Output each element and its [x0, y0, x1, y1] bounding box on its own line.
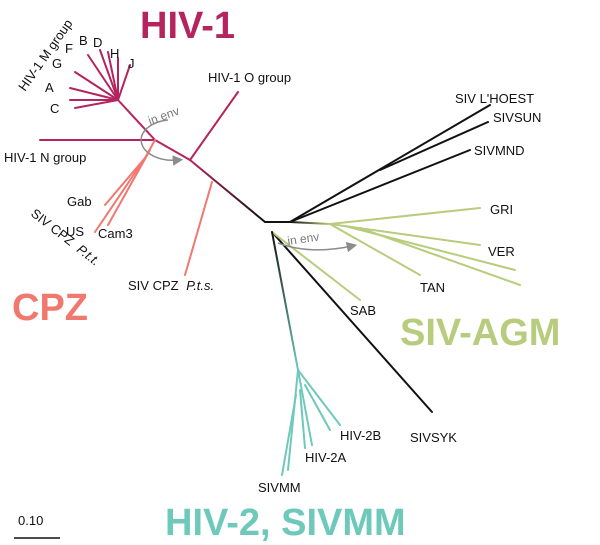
branch-tan — [329, 223, 421, 276]
branch-sivmm-2 — [281, 394, 297, 476]
agm-branches — [271, 207, 521, 301]
scale-bar-label: 0.10 — [18, 513, 43, 528]
group-title-hiv1: HIV-1 — [140, 5, 235, 47]
label-tan: TAN — [420, 280, 445, 295]
branch-ver-3 — [359, 227, 521, 286]
branch-hiv2a-2 — [299, 389, 306, 449]
branch-sun — [379, 121, 489, 171]
label-subtype-a: A — [45, 80, 54, 95]
branch-m-f — [87, 54, 119, 101]
branch-pts — [184, 181, 213, 276]
label-o-group: HIV-1 O group — [208, 70, 291, 85]
group-title-cpz: CPZ — [12, 287, 88, 329]
branch-us — [94, 157, 146, 233]
label-siv-cpz-pts-prefix: SIV CPZ — [128, 278, 179, 293]
label-subtype-d: D — [93, 35, 102, 50]
branch-cam3 — [107, 149, 151, 226]
scale-bar: 0.10 — [14, 513, 60, 539]
branch-mnd — [289, 149, 471, 223]
branch-m-stem — [117, 99, 156, 141]
branch-agm-stem — [289, 221, 331, 225]
label-hiv2a: HIV-2A — [305, 450, 347, 465]
label-subtype-f: F — [65, 41, 73, 56]
branch-hiv1-inner — [154, 139, 191, 161]
branch-m-b — [99, 49, 119, 101]
label-siv-cpz-ptt: SIV CPZ P.t.t. — [28, 206, 103, 269]
label-n-group: HIV-1 N group — [4, 150, 86, 165]
label-ptt: P.t.t. — [74, 241, 103, 268]
branch-m-a — [69, 87, 119, 101]
label-sivmm: SIVMM — [258, 480, 301, 495]
label-gri: GRI — [490, 202, 513, 217]
branch-lhoest — [289, 104, 491, 223]
label-mnd: SIVMND — [474, 143, 525, 158]
branch-hiv2a — [297, 369, 313, 446]
branch-hiv1-stem — [189, 159, 266, 223]
svg-text:SIV CPZ P.t.t.: SIV CPZ P.t.t. — [28, 206, 103, 269]
group-title-hiv2: HIV-2, SIVMM — [165, 502, 406, 544]
branch-hiv2b-2 — [304, 384, 331, 431]
label-subtype-g: G — [52, 56, 62, 71]
label-us: US — [66, 224, 84, 239]
branch-gab — [104, 157, 146, 206]
branch-m-c2 — [74, 99, 119, 109]
black-branches — [264, 104, 491, 413]
label-cam3: Cam3 — [98, 226, 133, 241]
label-ver: VER — [488, 244, 515, 259]
env-arrow-1 — [140, 119, 184, 166]
label-sun: SIVSUN — [493, 110, 541, 125]
label-subtype-j: J — [128, 56, 135, 71]
label-syk: SIVSYK — [410, 430, 457, 445]
label-subtype-b: B — [79, 33, 88, 48]
branch-syk — [271, 231, 433, 413]
hiv1-branches — [39, 49, 266, 223]
branch-m-d — [107, 51, 119, 101]
label-hiv2b: HIV-2B — [340, 428, 381, 443]
label-gab: Gab — [67, 194, 92, 209]
hiv2-branches — [271, 231, 341, 476]
label-siv-cpz-pts: SIV CPZ P.t.s. — [128, 278, 214, 293]
cpz-branches — [94, 139, 213, 276]
label-sab: SAB — [350, 303, 376, 318]
group-title-agm: SIV-AGM — [400, 312, 560, 354]
label-lhoest: SIV L'HOEST — [455, 91, 534, 106]
branch-o-group — [189, 91, 239, 161]
branch-m-g — [74, 71, 119, 101]
env-arrow-2 — [277, 241, 358, 253]
label-subtype-h: H — [110, 46, 119, 61]
branch-hiv2-stem — [271, 231, 299, 371]
branch-ver-1 — [329, 223, 481, 246]
label-subtype-c: C — [50, 101, 59, 116]
branch-sivmm — [287, 369, 299, 471]
env-label-1: in env — [146, 104, 181, 128]
branch-m-j — [117, 64, 131, 101]
branch-hiv2b — [297, 369, 341, 426]
env-annotation-2: in env — [277, 230, 358, 253]
branch-gri — [329, 207, 481, 225]
env-label-2: in env — [286, 230, 320, 248]
branch-sab — [271, 231, 361, 301]
label-pts: P.t.s. — [186, 278, 214, 293]
